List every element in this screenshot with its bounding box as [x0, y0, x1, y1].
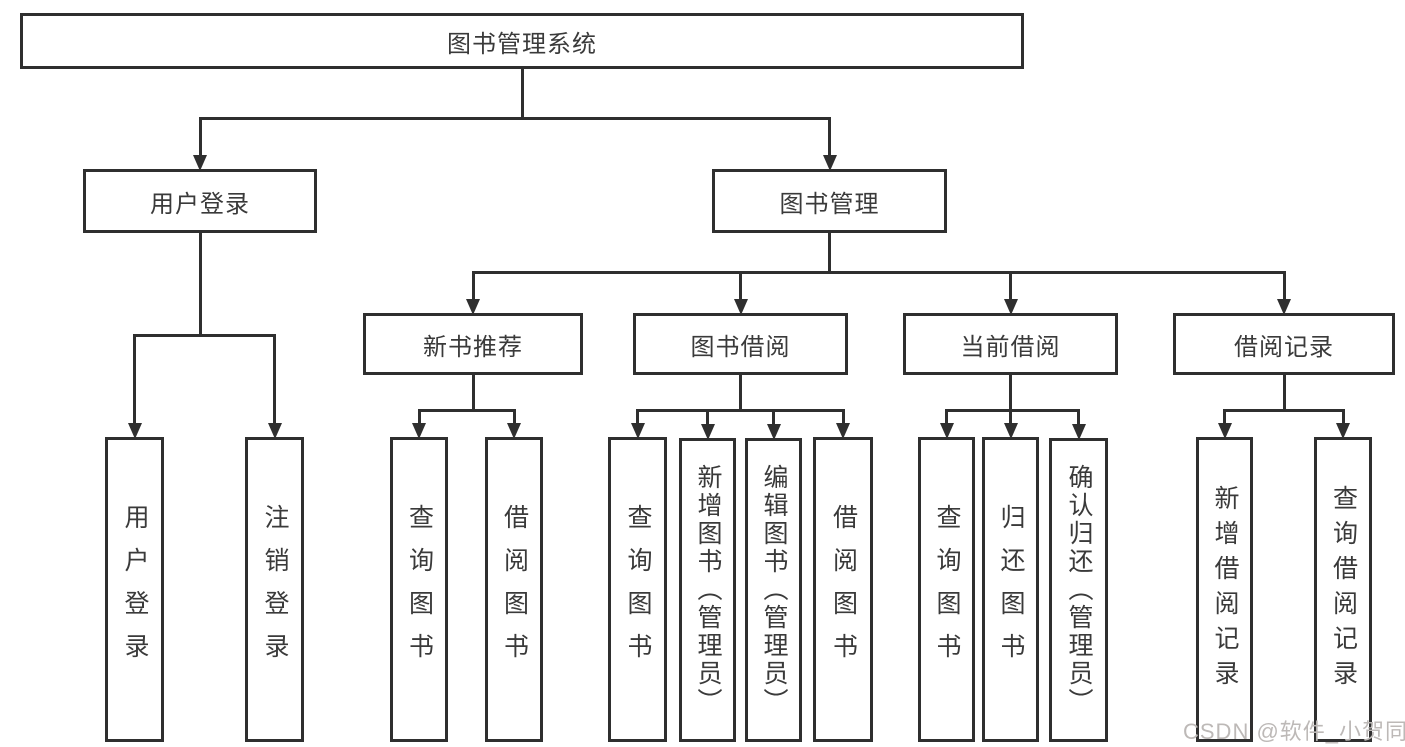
arrowhead-down-icon [766, 424, 781, 440]
diagram-node-v-borrow-2: 借阅图书 [813, 437, 873, 742]
diagram-node-v-add-record: 新增借阅记录 [1196, 437, 1253, 742]
arrowhead-down-icon [1217, 423, 1232, 439]
connector-stub [520, 69, 524, 120]
diagram-node-v-borrow-1: 借阅图书 [485, 437, 543, 742]
diagram-node-book-borrow: 图书借阅 [633, 313, 848, 375]
connector-stub [828, 233, 831, 274]
connector-shaft [1009, 272, 1012, 301]
arrowhead-down-icon [700, 424, 715, 440]
connector-shaft [1282, 272, 1286, 301]
connector-stub [1282, 375, 1286, 412]
connector-stub [198, 233, 202, 337]
connector-shaft [471, 272, 475, 301]
diagram-node-root: 图书管理系统 [20, 13, 1024, 69]
connector-branch [417, 408, 516, 412]
arrowhead-down-icon [939, 423, 954, 439]
watermark-text: CSDN @软件_小贺同学 [1183, 719, 1405, 744]
diagram-node-borrow-records: 借阅记录 [1173, 313, 1395, 375]
connector-shaft [1077, 410, 1080, 426]
diagram-node-v-edit-book: 编辑图书（管理员） [745, 438, 802, 742]
diagram-node-v-return: 归还图书 [982, 437, 1039, 742]
diagram-node-current-borrow: 当前借阅 [903, 313, 1118, 375]
arrowhead-down-icon [1003, 299, 1018, 315]
connector-branch [1223, 408, 1345, 412]
connector-branch [198, 116, 831, 120]
diagram-node-v-query-2: 查询图书 [608, 437, 667, 742]
diagram-node-v-confirm: 确认归还（管理员） [1049, 438, 1108, 742]
arrowhead-down-icon [822, 155, 837, 171]
arrowhead-down-icon [193, 155, 207, 171]
arrowhead-down-icon [466, 299, 480, 315]
connector-shaft [512, 410, 516, 425]
arrowhead-down-icon [1003, 423, 1018, 439]
connector-stub [471, 375, 475, 412]
connector-shaft [828, 118, 831, 157]
diagram-node-v-query-record: 查询借阅记录 [1314, 437, 1372, 742]
arrowhead-down-icon [412, 423, 426, 439]
arrowhead-down-icon [267, 423, 282, 439]
connector-shaft [1341, 410, 1345, 425]
arrowhead-down-icon [1336, 423, 1350, 439]
connector-shaft [706, 410, 709, 426]
connector-branch [636, 408, 845, 412]
connector-shaft [945, 410, 948, 425]
connector-shaft [417, 410, 421, 425]
connector-branch [133, 333, 276, 337]
connector-shaft [273, 335, 276, 425]
connector-shaft [1223, 410, 1226, 425]
diagram-node-new-book-rec: 新书推荐 [363, 313, 583, 375]
arrowhead-down-icon [733, 299, 748, 315]
diagram-node-book-mgmt: 图书管理 [712, 169, 947, 233]
diagram-node-v-add-book: 新增图书（管理员） [679, 438, 736, 742]
diagram-node-v-query-3: 查询图书 [918, 437, 975, 742]
connector-shaft [198, 118, 202, 157]
arrowhead-down-icon [836, 423, 850, 439]
diagram-node-v-query-1: 查询图书 [390, 437, 448, 742]
connector-branch [471, 270, 1286, 274]
arrowhead-down-icon [1071, 424, 1086, 440]
diagram-node-v-user-login: 用户登录 [105, 437, 164, 742]
arrowhead-down-icon [1277, 299, 1291, 315]
connector-branch [945, 408, 1080, 412]
connector-shaft [1009, 410, 1012, 425]
connector-shaft [841, 410, 845, 425]
connector-shaft [772, 410, 775, 426]
connector-stub [1009, 375, 1012, 412]
arrowhead-down-icon [507, 423, 521, 439]
connector-shaft [133, 335, 136, 425]
connector-shaft [636, 410, 639, 425]
diagram-node-v-logout: 注销登录 [245, 437, 304, 742]
diagram-node-user-login: 用户登录 [83, 169, 317, 233]
connector-stub [739, 375, 742, 412]
connector-shaft [739, 272, 742, 301]
arrowhead-down-icon [127, 423, 142, 439]
arrowhead-down-icon [630, 423, 645, 439]
